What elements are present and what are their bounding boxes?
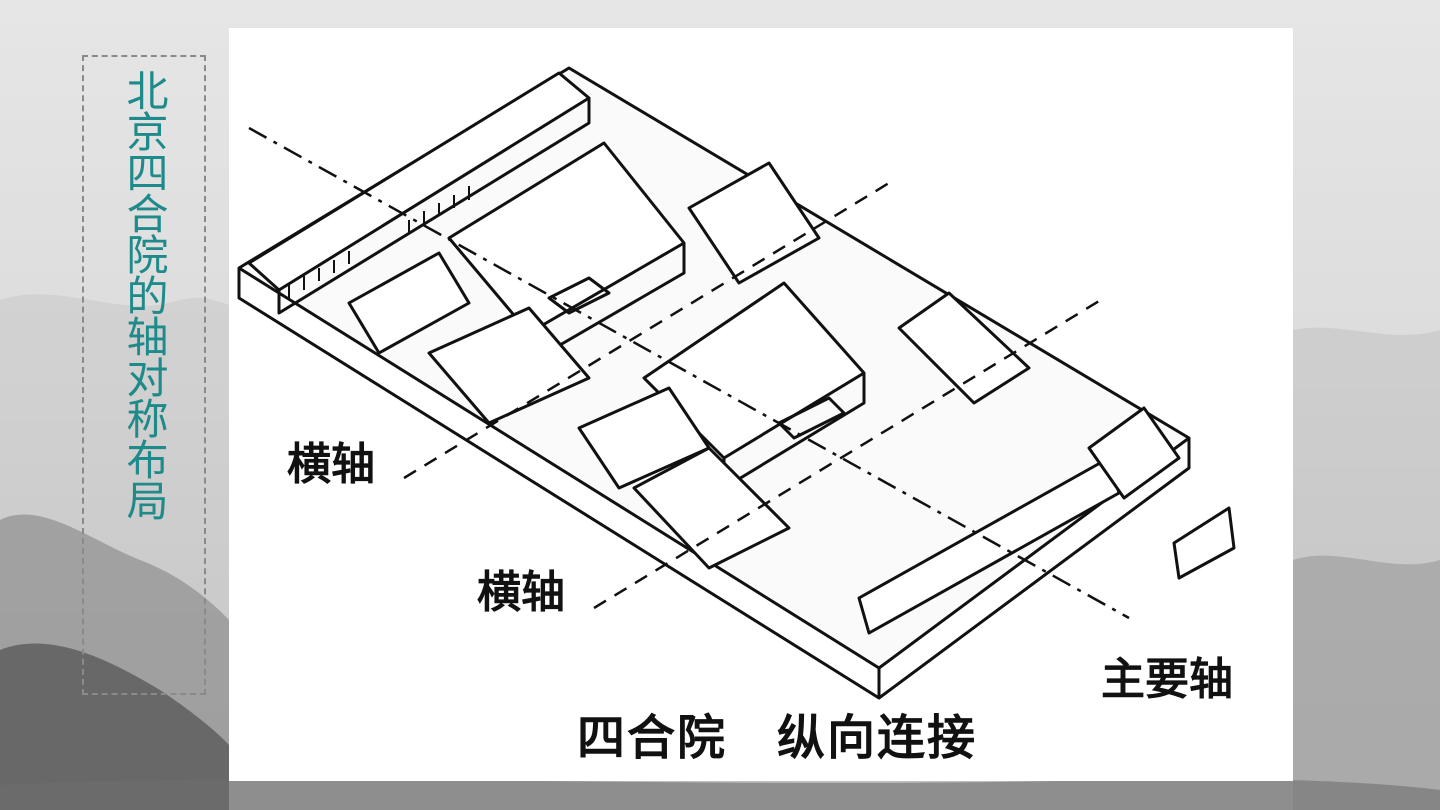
main-axis-label: 主要轴 xyxy=(1101,654,1233,705)
slide-title: 北京四合院的轴对称布局 xyxy=(120,69,169,520)
title-dashed-frame: 北京四合院的轴对称布局 xyxy=(82,55,206,695)
siheyuan-illustration-panel: 横轴 横轴 主要轴 四合院 纵向连接 xyxy=(229,28,1293,781)
horizontal-axis-label-1: 横轴 xyxy=(287,439,375,490)
horizontal-axis-label-2: 横轴 xyxy=(477,567,565,618)
siheyuan-axonometric-drawing xyxy=(237,66,1236,700)
diagram-caption: 四合院 纵向连接 xyxy=(577,710,978,766)
